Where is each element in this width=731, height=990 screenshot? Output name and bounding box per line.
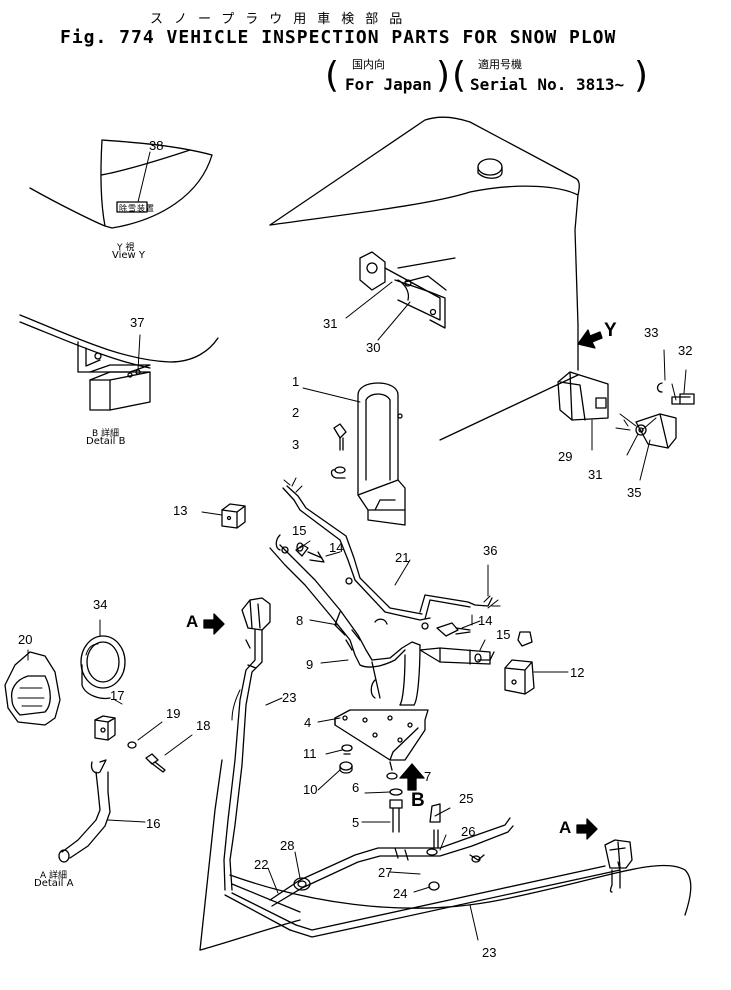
paren-open-1: (	[325, 55, 340, 96]
arrow-a-right	[577, 819, 597, 839]
callout-22: 22	[254, 857, 269, 872]
callout-29: 29	[558, 449, 573, 464]
callout-6: 6	[352, 780, 360, 795]
arrow-b-label: B	[411, 790, 425, 811]
callout-27: 27	[378, 865, 393, 880]
callout-18: 18	[196, 718, 211, 733]
arrow-b	[400, 764, 424, 790]
callout-25: 25	[459, 791, 474, 806]
pipe-8-drawing	[232, 535, 494, 720]
harness-23-drawing	[200, 598, 691, 950]
destination-japanese: 国内向	[352, 58, 385, 71]
callout-30: 30	[366, 340, 381, 355]
callout-31-right: 31	[588, 467, 603, 482]
arrow-a-right-label: A	[559, 818, 572, 837]
arrow-a-left	[204, 614, 224, 634]
harness-21-drawing	[283, 478, 500, 629]
callout-15-right: 15	[496, 627, 511, 642]
callout-21: 21	[395, 550, 410, 565]
block-12-drawing	[505, 632, 568, 694]
lamp-34-drawing	[81, 620, 125, 698]
callout-34: 34	[93, 597, 108, 612]
callout-33: 33	[644, 325, 659, 340]
callout-38: 38	[149, 138, 164, 153]
callout-8: 8	[296, 613, 304, 628]
callout-28: 28	[280, 838, 295, 853]
plate-4-drawing	[318, 710, 428, 832]
callout-35: 35	[627, 485, 642, 500]
callout-13: 13	[173, 503, 188, 518]
detail-b-caption: Detail B	[86, 436, 126, 447]
arrow-a-left-label: A	[186, 612, 199, 631]
bracket-17-drawing	[95, 700, 122, 740]
callout-24: 24	[393, 886, 408, 901]
callout-11: 11	[303, 746, 317, 761]
title-japanese: スノープラウ用車検部品	[150, 12, 414, 27]
callout-26: 26	[461, 824, 476, 839]
callout-20: 20	[18, 632, 33, 647]
paren-close-1: )	[436, 55, 451, 96]
callout-12: 12	[570, 665, 585, 680]
pipe-16-drawing	[59, 760, 145, 862]
destination-label: For Japan	[345, 75, 432, 94]
view-y-caption: View Y	[112, 250, 146, 261]
callout-1: 1	[292, 374, 300, 389]
callout-14-left: 14	[329, 540, 344, 555]
screw-18-drawing	[128, 722, 192, 772]
bracket-30-drawing	[346, 252, 446, 340]
callout-14-right: 14	[478, 613, 493, 628]
callout-31-top: 31	[323, 316, 338, 331]
plate-label: 除雪装置	[119, 204, 155, 213]
arrow-y	[578, 330, 602, 348]
callout-5: 5	[352, 815, 360, 830]
serial-label: Serial No. 3813~	[470, 75, 625, 94]
lamp-20-drawing	[5, 650, 60, 725]
callout-23-bottom: 23	[482, 945, 497, 960]
detail-b-caption-jp: B 詳細	[92, 429, 120, 439]
detail-a-caption: Detail A	[34, 878, 74, 889]
main-body-drawing	[270, 117, 579, 440]
callout-9: 9	[306, 657, 314, 672]
paren-close-2: )	[634, 55, 649, 96]
callout-16: 16	[146, 816, 161, 831]
callout-32: 32	[678, 343, 693, 358]
view-y-caption-jp: Y 視	[117, 243, 135, 253]
callout-37: 37	[130, 315, 145, 330]
callout-4: 4	[304, 715, 312, 730]
detail-a-caption-jp: A 詳細	[40, 871, 68, 881]
block-13-drawing	[202, 504, 245, 528]
callout-19: 19	[166, 706, 181, 721]
view-y-drawing	[30, 140, 212, 228]
paren-open-2: (	[452, 55, 467, 96]
serial-japanese: 適用号機	[478, 58, 522, 71]
callout-7: 7	[424, 769, 432, 784]
callout-3: 3	[292, 437, 300, 452]
bracket-29-drawing	[558, 350, 694, 480]
callout-17: 17	[110, 688, 125, 703]
callout-23-left: 23	[282, 690, 297, 705]
callout-2: 2	[292, 405, 300, 420]
figure-title: Fig. 774 VEHICLE INSPECTION PARTS FOR SN…	[60, 27, 617, 48]
callout-15-left: 15	[292, 523, 307, 538]
callout-36: 36	[483, 543, 498, 558]
callout-10: 10	[303, 782, 318, 797]
detail-b-drawing	[20, 315, 218, 410]
bracket-1-drawing	[303, 383, 405, 525]
arrow-y-label: Y	[604, 320, 617, 341]
harness-22-drawing	[268, 804, 513, 906]
